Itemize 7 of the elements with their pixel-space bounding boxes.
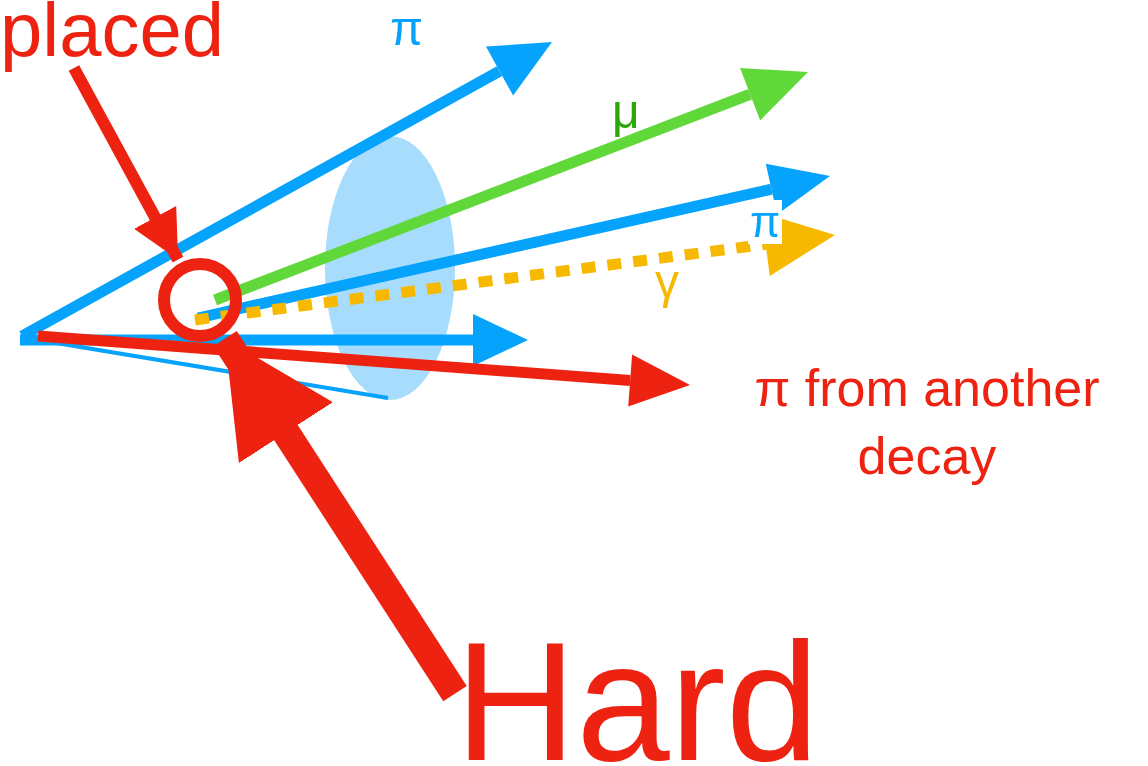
annotation-text: Hard bbox=[455, 618, 820, 766]
particle-label: μ bbox=[612, 88, 640, 136]
particle-label: π bbox=[748, 200, 783, 244]
leader-arrow bbox=[68, 65, 184, 263]
particle-label: π bbox=[390, 5, 424, 53]
particle-label: γ bbox=[655, 258, 679, 306]
annotation-text: π from another decay bbox=[753, 358, 1101, 487]
